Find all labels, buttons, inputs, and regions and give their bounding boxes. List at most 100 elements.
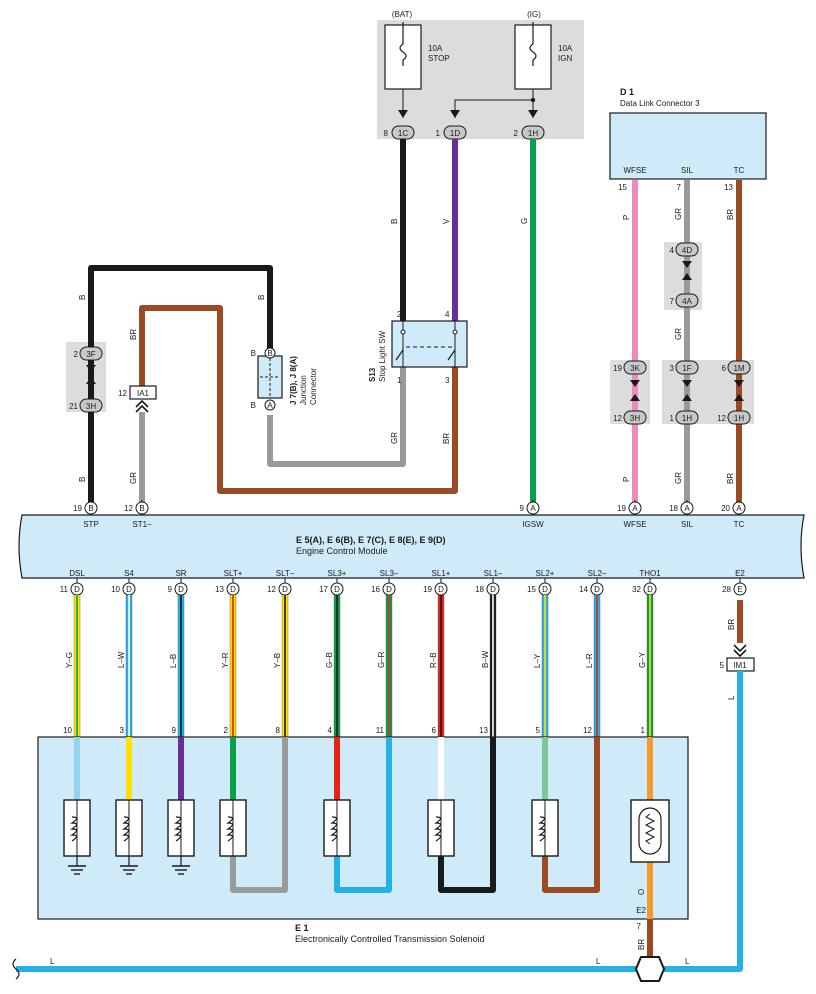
- svg-text:B: B: [78, 477, 87, 482]
- svg-text:3K: 3K: [630, 364, 640, 373]
- svg-text:1F: 1F: [682, 364, 691, 373]
- wire-color-label: Y–B: [273, 653, 282, 668]
- wire-color-label: G–Y: [638, 651, 647, 668]
- ecm-top-pin: [526, 501, 540, 515]
- svg-text:12: 12: [717, 414, 726, 423]
- ecm-bottom-conn: E: [737, 585, 742, 594]
- ground-wires: [16, 600, 743, 972]
- solenoid-pin-number: 2: [224, 726, 229, 735]
- dlc-name: Data Link Connector 3: [620, 99, 700, 108]
- ecm-top-pin-number: 9: [520, 504, 525, 513]
- ecm-top-label: SIL: [681, 520, 694, 529]
- solenoid-pin-number: 13: [479, 726, 488, 735]
- svg-text:B: B: [257, 295, 266, 300]
- svg-text:1H: 1H: [528, 129, 538, 138]
- ecm-bottom-pin-number: 9: [168, 585, 173, 594]
- stop-light-switch: [391, 320, 468, 368]
- ecm-bottom-label: SLT–: [276, 569, 295, 578]
- svg-text:3H: 3H: [630, 414, 640, 423]
- ecm-top-pin-number: 12: [124, 504, 133, 513]
- switch-pin-3: 3: [445, 376, 450, 385]
- ecm-top-label: ST1–: [132, 520, 152, 529]
- ecm-top-conn: A: [632, 504, 638, 513]
- ecm-top-pin: [732, 501, 746, 515]
- svg-text:7: 7: [670, 297, 675, 306]
- ecm-top-pin-number: 20: [721, 504, 730, 513]
- splice-3f: 2 3F 21 3H: [69, 346, 103, 413]
- svg-text:BR: BR: [129, 329, 138, 340]
- svg-text:1D: 1D: [450, 129, 460, 138]
- wire-color-label: L–R: [585, 653, 594, 668]
- e2-ground-wire-label: BR: [637, 939, 646, 950]
- splice-point-icon: [634, 956, 666, 982]
- dlc-pin-15: 15: [618, 183, 627, 192]
- e2-wire-label: BR: [727, 619, 736, 630]
- svg-text:IA1: IA1: [137, 389, 150, 398]
- ecm-bottom-pin-number: 32: [632, 585, 641, 594]
- solenoid-pin-number: 9: [172, 726, 177, 735]
- svg-text:Junction: Junction: [299, 375, 308, 405]
- fuse-ign-rating: 10A: [558, 44, 573, 53]
- im1-wire-label: L: [727, 695, 736, 700]
- ecm-bottom-label: SL1–: [484, 569, 503, 578]
- ecm-bottom-conn: D: [647, 585, 653, 594]
- svg-text:1H: 1H: [682, 414, 692, 423]
- ecm-top-label: TC: [734, 520, 745, 529]
- switch-label: S13 Stop Light SW: [368, 330, 387, 382]
- svg-text:B: B: [390, 219, 399, 224]
- solenoid-pin-number: 12: [583, 726, 592, 735]
- splice-1m: 6 1M 12 1H: [717, 360, 751, 425]
- dlc-terminal-tc: TC: [734, 166, 745, 175]
- svg-text:P: P: [622, 477, 631, 482]
- ecm-bottom-pin-number: 14: [579, 585, 588, 594]
- svg-text:1C: 1C: [398, 129, 408, 138]
- junction-connector: B A B B: [251, 347, 283, 411]
- bus-break-icon: [12, 958, 20, 980]
- solenoid-pin-number: 4: [328, 726, 333, 735]
- svg-text:B: B: [78, 295, 87, 300]
- wire-color-label: G–B: [325, 652, 334, 668]
- dlc-terminal-wfse: WFSE: [623, 166, 646, 175]
- solenoid-pin-number: 1: [641, 726, 646, 735]
- ecm-name: Engine Control Module: [296, 546, 388, 556]
- ecm-top-pin: [680, 501, 694, 515]
- dlc-pin-7: 7: [677, 183, 682, 192]
- wire-color-label: Y–R: [221, 652, 230, 668]
- svg-text:GR: GR: [674, 328, 683, 340]
- ecm-bottom-conn: D: [594, 585, 600, 594]
- svg-text:A: A: [267, 401, 273, 410]
- ecm-top-conn: A: [530, 504, 536, 513]
- im1-connector: 5 IM1: [720, 644, 755, 672]
- solenoid-e2-label: E2: [636, 906, 646, 915]
- svg-text:4: 4: [670, 246, 675, 255]
- dlc-terminal-sil: SIL: [681, 166, 694, 175]
- wire-color-label: G–R: [377, 651, 386, 668]
- junction-label: J 7(B), J 8(A) Junction Connector: [289, 356, 318, 405]
- ecm-body: [18, 514, 805, 579]
- ecm-bottom-label: SLT+: [224, 569, 243, 578]
- svg-text:B: B: [251, 401, 256, 410]
- svg-text:4A: 4A: [682, 297, 692, 306]
- ecm-bottom-label: DSL: [69, 569, 85, 578]
- svg-text:V: V: [442, 218, 451, 224]
- fuse-splice-dot: [530, 97, 536, 103]
- switch-pin-2: 2: [397, 310, 402, 319]
- fuse-stop-name: STOP: [428, 54, 450, 63]
- fuse-ign: [514, 22, 552, 90]
- ecm-code: E 5(A), E 6(B), E 7(C), E 8(E), E 9(D): [296, 535, 446, 545]
- ecm-top-pin: [84, 501, 98, 515]
- ecm-top-label: IGSW: [522, 520, 544, 529]
- ecm-bottom-conn: D: [230, 585, 236, 594]
- svg-text:B: B: [267, 349, 272, 358]
- svg-text:1M: 1M: [733, 364, 744, 373]
- fuse-ign-name: IGN: [558, 54, 572, 63]
- ecm-bottom-conn: D: [126, 585, 132, 594]
- ecm-bottom-label: THO1: [639, 569, 661, 578]
- wire-color-label: L–B: [169, 654, 178, 668]
- solenoid-internals: OE2: [63, 737, 670, 919]
- svg-text:BR: BR: [726, 209, 735, 220]
- ecm-bottom-pin-number: 12: [267, 585, 276, 594]
- bus-label-l1: L: [50, 957, 55, 966]
- svg-text:19: 19: [613, 364, 622, 373]
